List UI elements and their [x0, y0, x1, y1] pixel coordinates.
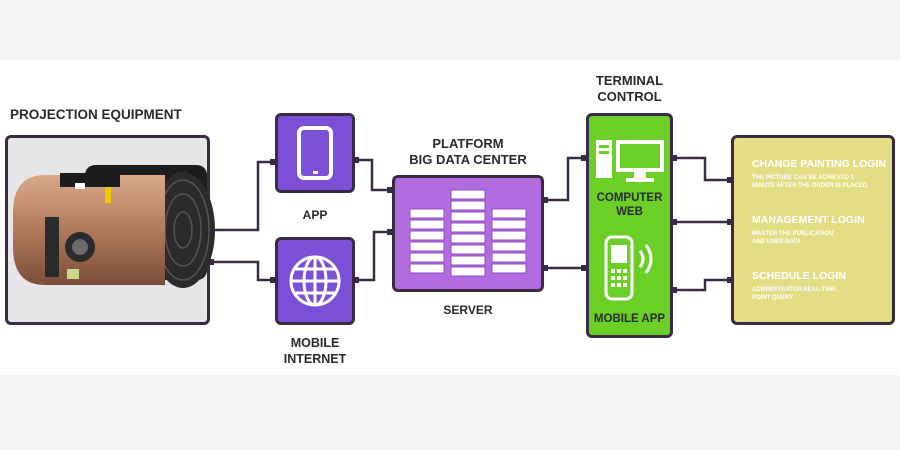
platform-title-line1: PLATFORM — [432, 136, 504, 151]
connector-server-computer — [544, 156, 586, 202]
app-box — [275, 113, 355, 193]
mobile-phone-icon — [604, 235, 653, 301]
platform-title-line2: BIG DATA CENTER — [409, 152, 527, 167]
connector-internet-server — [355, 230, 392, 282]
computer-web-line1: COMPUTER — [596, 192, 663, 204]
login-3-desc-line2: POINT QUERY — [752, 295, 794, 301]
connector-projector-internet — [210, 260, 275, 282]
computer-web-line2: WEB — [616, 206, 643, 218]
connector-app-server — [355, 158, 392, 192]
login-1-title: CHANGE PAINTING LOGIN — [752, 158, 886, 170]
desktop-computer-icon — [596, 140, 664, 182]
mobile-app-label: MOBILE APP — [593, 313, 666, 325]
server-rack-icon — [409, 189, 527, 277]
terminal-title: TERMINAL CONTROL — [575, 73, 684, 105]
mobile-internet-line2: INTERNET — [283, 352, 347, 366]
platform-title: PLATFORM BIG DATA CENTER — [392, 136, 544, 168]
mobile-internet-label: MOBILE INTERNET — [268, 335, 362, 367]
computer-web-label: COMPUTER WEB — [589, 191, 670, 219]
login-2-desc-line1: MASTER THE PUBLICATION — [752, 231, 834, 237]
mobile-internet-line1: MOBILE — [290, 336, 340, 350]
terminal-title-line1: TERMINAL — [595, 73, 664, 88]
login-3-title: SCHEDULE LOGIN — [752, 270, 846, 282]
login-options-box: CHANGE PAINTING LOGIN THE PICTURE CAN BE… — [731, 135, 895, 325]
login-1-desc-line1: THE PICTURE CAN BE ACHIEVED 1 — [752, 175, 855, 181]
login-2-desc-line2: AND USER DATA — [752, 239, 801, 245]
connector-projector-app — [210, 160, 275, 232]
app-label: APP — [302, 208, 328, 222]
server-box — [392, 175, 544, 292]
login-1-desc-line2: MINUTE AFTER THE ORDER IS PLACED — [752, 183, 868, 189]
mobile-internet-box — [275, 237, 355, 325]
globe-icon — [289, 255, 341, 307]
server-label: SERVER — [443, 303, 493, 317]
projector-device-image — [13, 165, 215, 288]
projection-title: PROJECTION EQUIPMENT — [10, 107, 182, 122]
terminal-control-box: COMPUTER WEB MOBILE APP — [586, 113, 673, 338]
terminal-title-line2: CONTROL — [597, 89, 662, 104]
login-3-desc-line1: ADMINISTRATOR REAL-TIME — [752, 287, 837, 293]
login-2-title: MANAGEMENT LOGIN — [752, 214, 865, 226]
connector-terminal-login-1 — [673, 156, 731, 182]
connector-terminal-login-3 — [673, 278, 731, 292]
projection-equipment-box — [5, 135, 215, 325]
tablet-icon — [297, 126, 333, 180]
